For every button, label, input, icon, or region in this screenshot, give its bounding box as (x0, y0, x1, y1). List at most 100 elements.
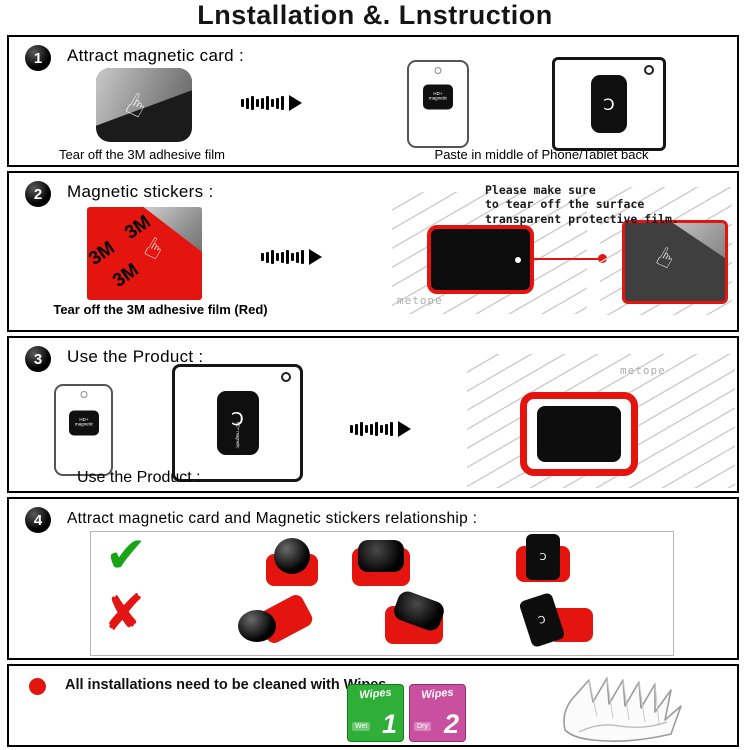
arrow-bar (286, 250, 289, 264)
arrow-bar (271, 250, 274, 264)
section-1-caption-left: Tear off the 3M adhesive film (59, 147, 225, 162)
magnetic-card: Ɔ (518, 591, 566, 649)
arrow-bar (261, 97, 264, 109)
arrow-bar (380, 425, 383, 433)
arrow-bar (266, 96, 269, 110)
protective-film-note: Please make sure to tear off the surface… (485, 183, 679, 226)
wipes-number: 1 (381, 709, 397, 739)
section-2-caption: Tear off the 3M adhesive film (Red) (53, 302, 268, 317)
card-sticker: Ɔ (591, 75, 627, 133)
arrowhead-icon (398, 421, 411, 437)
section-1-heading: Attract magnetic card : (67, 46, 244, 65)
arrow-icon (241, 95, 302, 111)
arrow-bar (350, 425, 353, 433)
arrow-bar (281, 96, 284, 110)
magnetic-card: Ɔ (526, 534, 560, 580)
arrow-bar (256, 99, 259, 107)
magnetic-knob (238, 610, 276, 642)
step-4-number: 4 (33, 511, 43, 529)
magnetic-card-illustration: ☞ (96, 68, 192, 142)
metope-label: metope (397, 294, 443, 307)
magnetic-pad (358, 540, 404, 572)
section-3-heading: Use the Product : (67, 347, 204, 366)
phone-sticker: HD+ magnetic (68, 410, 99, 436)
page-title: Lnstallation &. Lnstruction (197, 0, 553, 30)
section-3-caption: Use the Product : (77, 469, 201, 486)
phone-illustration: HD+ magnetic (54, 384, 113, 476)
card-hole (281, 372, 291, 382)
brand-logo-icon: Ɔ (231, 408, 244, 430)
cross-icon: ✘ (103, 584, 145, 642)
phone-camera-dot (434, 67, 442, 74)
3m-logo: 3M (87, 237, 119, 270)
arrow-bar (296, 251, 299, 263)
arrow-bar (246, 97, 249, 109)
combo-correct-pad (348, 538, 418, 588)
arrow-bar (390, 422, 393, 436)
relationship-grid: ✔ ✘ Ɔ (90, 526, 674, 656)
wipes-packet-1: Wipes Wet 1 (347, 684, 404, 742)
phone-illustration: HD+ magnetic (407, 60, 469, 148)
section-4-relationship: 4 Attract magnetic card and Magnetic sti… (7, 497, 739, 660)
mounted-sticker-illustration (520, 392, 638, 476)
combo-wrong-knob (238, 592, 316, 648)
note-line: transparent protective film. (485, 211, 679, 226)
step-1-number: 1 (33, 49, 43, 67)
pointer-line (534, 258, 600, 260)
step-2-number: 2 (33, 185, 43, 203)
arrowhead-icon (309, 249, 322, 265)
red-bullet-icon (29, 678, 46, 695)
wipes-number: 2 (443, 709, 459, 739)
section-2-magnetic-stickers: 2 Magnetic stickers : 3M 3M 3M ☞ Tear of… (7, 171, 739, 332)
combo-wrong-card: Ɔ (518, 591, 593, 649)
arrow-bar (375, 422, 378, 436)
arrow-bar (266, 251, 269, 263)
arrow-bar (301, 250, 304, 264)
note-line: to tear off the surface (485, 197, 645, 212)
section-2-heading: Magnetic stickers : (67, 182, 214, 201)
card-hole (644, 65, 654, 75)
step-4-badge: 4 (25, 507, 51, 533)
3m-sticker-illustration: 3M 3M 3M ☞ (87, 207, 202, 300)
wipes-packet-2: Wipes Dry 2 (409, 684, 466, 742)
arrow-bar (281, 251, 284, 263)
arrow-bar (276, 97, 279, 109)
arrow-bar (355, 423, 358, 435)
note-line: Please make sure (485, 183, 596, 197)
wipes-brand-label: Wipes (358, 686, 393, 702)
section-1-caption-right: Paste in middle of Phone/Tablet back (434, 147, 649, 162)
peel-protective-film-illustration: ☞ (622, 220, 728, 304)
magnetic-knob (274, 538, 310, 574)
combo-correct-card: Ɔ (508, 534, 578, 584)
step-2-badge: 2 (25, 181, 51, 207)
section-1-attract-magnetic-card: 1 Attract magnetic card : ☞ HD+ magnetic… (7, 35, 739, 167)
step-3-badge: 3 (25, 346, 51, 372)
step-1-badge: 1 (25, 45, 51, 71)
check-icon: ✔ (105, 526, 147, 584)
arrow-bar (370, 423, 373, 435)
cleaning-cloth-illustration (563, 677, 682, 742)
wipes-brand-label: Wipes (420, 686, 455, 702)
arrow-icon (261, 249, 322, 265)
tablet-card-illustration: Ɔ (552, 57, 666, 151)
metope-label: metope (620, 364, 666, 377)
arrow-bar (261, 253, 264, 261)
wipes-type-label: Dry (414, 722, 431, 731)
3m-logo: 3M (109, 259, 143, 292)
step-3-number: 3 (33, 350, 43, 368)
wipes-type-label: Wet (352, 722, 371, 731)
arrowhead-icon (289, 95, 302, 111)
sticker-on-wall-illustration (427, 225, 534, 294)
card-sticker: Ɔ HD+ magnetic (216, 391, 259, 455)
section-4-heading: Attract magnetic card and Magnetic stick… (67, 510, 478, 527)
combo-correct-knob (258, 538, 328, 588)
brand-logo-icon: Ɔ (603, 94, 615, 114)
phone-sticker: HD+ magnetic (423, 84, 453, 110)
combo-wrong-pad (383, 588, 453, 646)
tablet-card-illustration: Ɔ HD+ magnetic (172, 364, 303, 482)
arrow-icon (350, 421, 411, 437)
cleaning-note-text: All installations need to be cleaned wit… (65, 677, 391, 693)
section-3-use-the-product: 3 Use the Product : HD+ magnetic Ɔ HD+ m… (7, 336, 739, 493)
section-5-cleaning-note: All installations need to be cleaned wit… (7, 664, 739, 747)
